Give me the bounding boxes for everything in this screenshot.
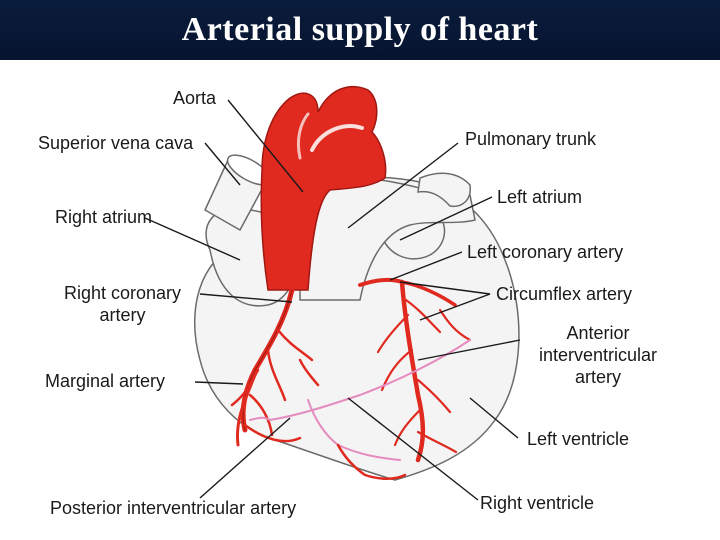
title-bar: Arterial supply of heart	[0, 0, 720, 60]
marginal-artery	[235, 373, 257, 447]
label-aorta: Aorta	[173, 88, 217, 108]
leader-lines	[144, 99, 521, 501]
right-coronary-artery-outline	[242, 289, 293, 431]
aorta-highlight	[310, 124, 364, 152]
label-pulmonary-trunk: Pulmonary trunk	[465, 129, 597, 149]
aorta	[260, 86, 387, 291]
label-right-ventricle: Right ventricle	[480, 493, 595, 513]
label-right-coronary-artery-line2: artery	[99, 305, 146, 325]
label-left-coronary-artery: Left coronary artery	[467, 242, 624, 262]
label-left-ventricle: Left ventricle	[527, 429, 630, 449]
rca-branches	[230, 328, 320, 443]
left-coronary-artery	[358, 277, 404, 287]
label-right-atrium: Right atrium	[55, 207, 153, 227]
label-posterior-interventricular-artery: Posterior interventricular artery	[50, 498, 297, 518]
label-anterior-interventricular-artery-line2: interventricular	[538, 345, 658, 365]
label-superior-vena-cava: Superior vena cava	[38, 133, 194, 153]
anterior-interventricular-artery	[399, 279, 426, 463]
heart-diagram: Aorta Superior vena cava Right atrium Ri…	[0, 60, 720, 540]
label-circumflex-artery: Circumflex artery	[496, 284, 633, 304]
label-anterior-interventricular-artery-line1: Anterior	[566, 323, 630, 343]
lad-branches	[376, 298, 472, 454]
posterior-interventricular-artery	[336, 443, 407, 480]
label-right-coronary-artery-line1: Right coronary	[63, 283, 182, 303]
label-anterior-interventricular-artery: Anterior interventricular artery	[518, 322, 678, 388]
aorta-highlight-2	[296, 112, 310, 160]
heart-illustration	[144, 86, 521, 501]
label-marginal-artery: Marginal artery	[45, 371, 166, 391]
pulmonary-branch	[417, 172, 471, 208]
label-left-atrium: Left atrium	[497, 187, 583, 207]
slide-title: Arterial supply of heart	[181, 11, 539, 48]
label-anterior-interventricular-artery-line3: artery	[574, 367, 621, 387]
label-right-coronary-artery: Right coronary artery	[50, 282, 195, 326]
